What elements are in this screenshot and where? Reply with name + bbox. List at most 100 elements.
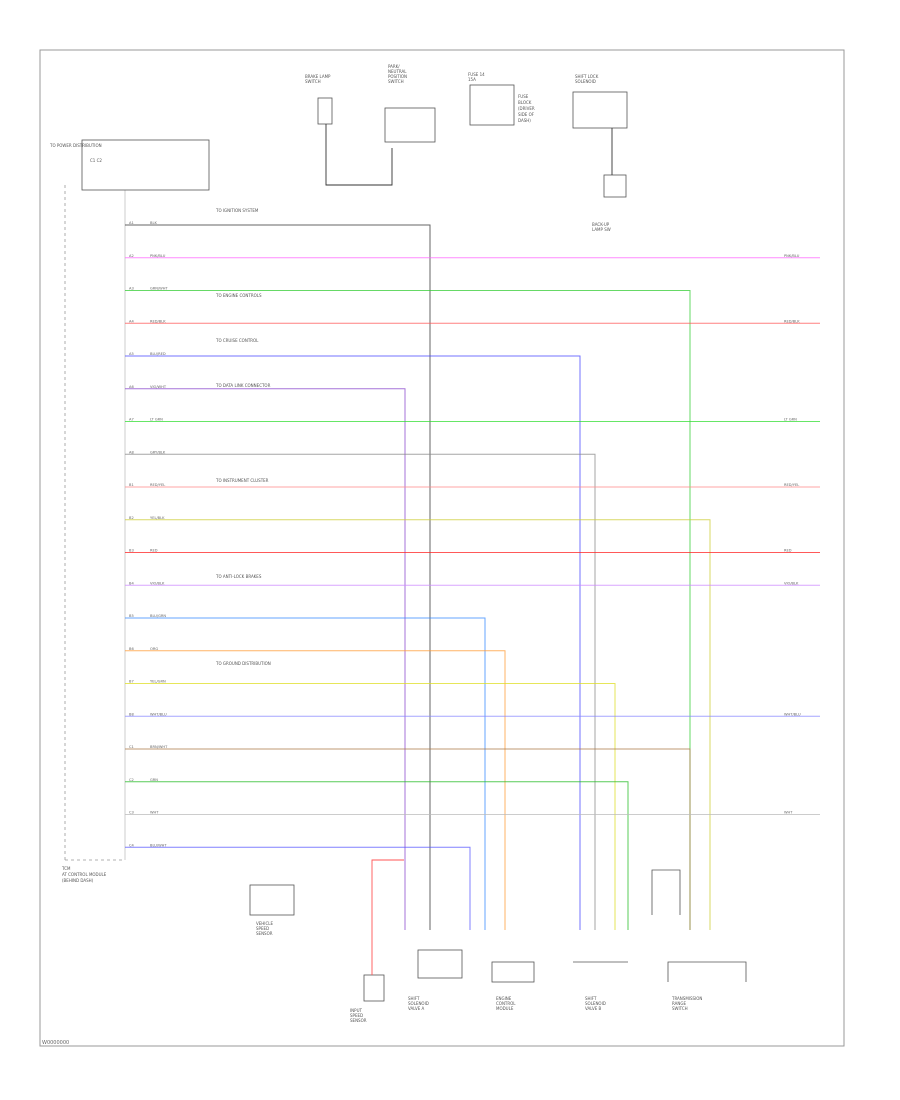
wire-color-label: RED/YEL — [150, 483, 165, 487]
shift-solenoid-b: SHIFT SOLENOID VALVE B — [573, 961, 628, 1011]
fuse-note-5: DASH) — [518, 118, 531, 123]
ssa-label-1: SHIFT — [408, 996, 420, 1001]
pin-label: B5 — [129, 614, 134, 618]
wire-a8 — [125, 453, 596, 930]
wire-b7 — [125, 683, 616, 930]
brake-sw-label-1: BRAKE LAMP — [305, 74, 331, 79]
pin-label: B1 — [129, 483, 134, 487]
fuse-note-4: SIDE OF — [518, 112, 535, 117]
wire-color-label: VIO/BLK — [150, 581, 165, 585]
brake-sw-label-2: SWITCH — [305, 79, 321, 84]
fuse-note-3: (DRIVER — [518, 106, 535, 111]
wire-color-label: RED — [150, 549, 158, 553]
ssb-label-2: SOLENOID — [585, 1001, 606, 1006]
ssa-label-2: SOLENOID — [408, 1001, 429, 1006]
wire-color-label: BLU/WHT — [150, 843, 167, 847]
note-engine: TO ENGINE CONTROLS — [215, 293, 262, 298]
wire-b5 — [125, 617, 486, 930]
wire-color-label: YEL/GRN — [150, 680, 166, 684]
pin-label: A5 — [129, 352, 134, 356]
note-cruise: TO CRUISE CONTROL — [215, 338, 259, 343]
pin-label: A7 — [129, 418, 134, 422]
power-note-1: TO POWER DISTRIBUTION — [49, 143, 102, 148]
tcm-connector-label: C1 C2 — [90, 158, 102, 163]
pn-label-2: NEUTRAL — [388, 69, 407, 74]
wire-end-label: LT GRN — [784, 418, 797, 422]
note-cluster: TO INSTRUMENT CLUSTER — [215, 478, 269, 483]
rev-lamp-label-1: BACK-UP — [592, 222, 610, 227]
shift-solenoid-a: SHIFT SOLENOID VALVE A — [408, 949, 463, 1011]
trs-label-2: RANGE — [672, 1001, 686, 1006]
fuse-note-1: FUSE — [518, 94, 529, 99]
wire-color-label: BLK — [150, 221, 157, 225]
figure-code: W0000000 — [42, 1040, 70, 1046]
wire-color-label: RED/BLK — [150, 319, 166, 323]
shift-lock-solenoid: SHIFT LOCK SOLENOID BACK-UP LAMP SW — [572, 74, 628, 232]
tcm-module: TCM AT CONTROL MODULE (BEHIND DASH) — [61, 185, 126, 883]
pin-label: A4 — [129, 319, 134, 323]
note-abs: TO ANTI-LOCK BRAKES — [215, 574, 262, 579]
rev-lamp-label-2: LAMP SW — [592, 227, 611, 232]
power-feed-box: C1 C2 TO POWER DISTRIBUTION — [49, 139, 210, 191]
wire-c4 — [125, 846, 471, 930]
wire-end-label: RED — [784, 549, 792, 553]
pin-label: C3 — [129, 811, 134, 815]
trs-label-3: SWITCH — [672, 1006, 688, 1011]
park-neutral-switch: PARK/ NEUTRAL POSITION SWITCH — [384, 64, 436, 143]
ssa-label-3: VALVE A — [408, 1006, 425, 1011]
wire-b6 — [125, 650, 506, 930]
note-ignition: TO IGNITION SYSTEM — [215, 208, 259, 213]
pn-label-3: POSITION — [388, 74, 407, 79]
wire-color-label: GRN — [150, 778, 158, 782]
diagram-frame — [39, 49, 845, 1047]
shift-lock-label-1: SHIFT LOCK — [575, 74, 599, 79]
brake-switch: BRAKE LAMP SWITCH — [305, 74, 393, 186]
fuse-block: FUSE 14 15A FUSE BLOCK (DRIVER SIDE OF D… — [468, 72, 535, 126]
pn-label-1: PARK/ — [388, 64, 400, 69]
pin-label: A8 — [129, 450, 134, 454]
wire-end-label: VIO/BLK — [784, 581, 799, 585]
wire-b2 — [125, 519, 711, 930]
vss-label-1: VEHICLE — [256, 921, 273, 926]
pin-label: B4 — [129, 581, 134, 585]
iss-label-3: SENSOR — [350, 1018, 367, 1023]
pin-label: A3 — [129, 287, 134, 291]
wire-color-label: WHT — [150, 811, 159, 815]
note-dlc: TO DATA LINK CONNECTOR — [215, 383, 271, 388]
wire-end-label: WHT/BLU — [784, 712, 801, 716]
ecm: ENGINE CONTROL MODULE — [491, 961, 535, 1011]
trs-label-1: TRANSMISSION — [671, 996, 702, 1001]
tcm-label-2: AT CONTROL MODULE — [62, 872, 107, 877]
wire-color-label: BLU/RED — [150, 352, 166, 356]
tcm-label-3: (BEHIND DASH) — [62, 878, 94, 883]
iss-label-2: SPEED — [350, 1013, 363, 1018]
pn-label-4: SWITCH — [388, 79, 404, 84]
note-ground: TO GROUND DISTRIBUTION — [215, 661, 271, 666]
wire-color-label: YEL/BLK — [150, 516, 165, 520]
ssb-label-3: VALVE B — [585, 1006, 602, 1011]
fuse-note-2: BLOCK — [518, 100, 532, 105]
pin-label: B3 — [129, 549, 134, 553]
ecm-label-2: CONTROL — [496, 1001, 516, 1006]
wire-end-label: WHT — [784, 811, 793, 815]
wire-c1 — [125, 748, 691, 930]
fuse-label-1: FUSE 14 — [468, 72, 485, 77]
wire-c2 — [125, 781, 629, 930]
transmission-range-switch: TRANSMISSION RANGE SWITCH — [651, 869, 747, 1011]
wire-color-label: LT GRN — [150, 418, 163, 422]
wire-end-label: RED/BLK — [784, 319, 800, 323]
wire-color-label: BLU/GRN — [150, 614, 166, 618]
wire-color-label: GRY/BLK — [150, 450, 166, 454]
fuse-label-2: 15A — [468, 77, 476, 82]
vss-label-3: SENSOR — [256, 931, 273, 936]
wire-color-label: VIO/WHT — [150, 385, 167, 389]
pin-label: B6 — [129, 647, 134, 651]
tcm-label-1: TCM — [61, 866, 71, 871]
pin-label: A6 — [129, 385, 134, 389]
wire-a1 — [125, 224, 431, 930]
pin-label: B8 — [129, 712, 134, 716]
ecm-label-3: MODULE — [496, 1006, 514, 1011]
pin-label: C2 — [129, 778, 134, 782]
